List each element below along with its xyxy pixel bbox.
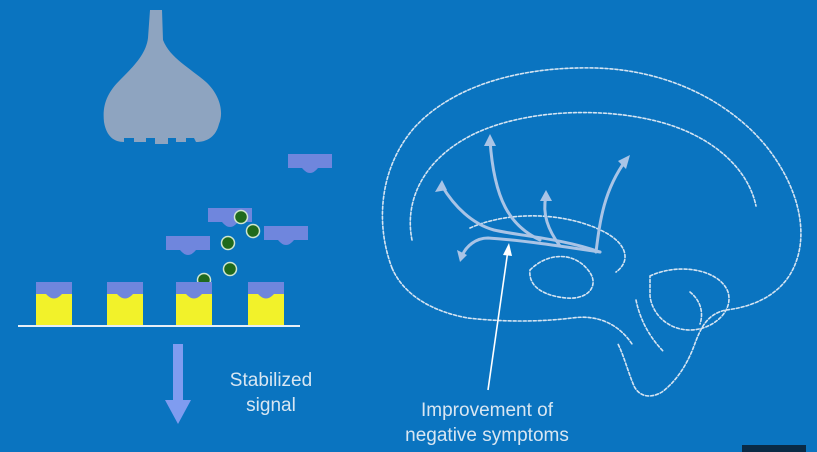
corner-tab bbox=[742, 445, 806, 452]
receptor-icon bbox=[107, 282, 143, 299]
improvement-pointer-arrow bbox=[487, 249, 509, 391]
receptor-icon bbox=[166, 236, 210, 255]
caption-line: Stabilized bbox=[229, 370, 313, 391]
caption-line: Improvement of bbox=[421, 400, 553, 421]
receptor-icon bbox=[176, 282, 212, 299]
receptor-icon bbox=[288, 154, 332, 173]
receptor-icon bbox=[264, 226, 308, 245]
pathway-arrow bbox=[488, 138, 542, 242]
pathway-arrow bbox=[594, 158, 628, 254]
free-receptors bbox=[166, 154, 332, 255]
pathway-arrow bbox=[440, 184, 602, 254]
membrane-receptors bbox=[18, 282, 300, 327]
down-arrow-icon bbox=[165, 344, 191, 424]
caption-line: negative symptoms bbox=[405, 425, 569, 446]
drug-molecule-icon bbox=[222, 261, 238, 277]
pathway-arrow bbox=[460, 236, 602, 258]
receptor-icon bbox=[248, 282, 284, 299]
drug-molecule-icon bbox=[245, 223, 261, 239]
stabilized-signal-caption: Stabilized signal bbox=[206, 368, 336, 418]
receptor-base bbox=[248, 294, 284, 326]
receptor-base bbox=[36, 294, 72, 326]
caption-line: signal bbox=[246, 395, 296, 416]
pathway-arrowheads bbox=[435, 134, 630, 262]
brain-sagittal-outline-icon bbox=[381, 67, 802, 397]
receptor-icon bbox=[36, 282, 72, 299]
improvement-pointer-head bbox=[503, 243, 512, 256]
receptor-base bbox=[107, 294, 143, 326]
drug-molecule-icon bbox=[233, 209, 249, 225]
pathway-arrows bbox=[440, 138, 628, 258]
drug-molecule-icon bbox=[220, 235, 236, 251]
presynaptic-terminal-icon bbox=[103, 10, 222, 144]
drug-molecules bbox=[196, 209, 261, 288]
improvement-caption: Improvement of negative symptoms bbox=[372, 398, 602, 448]
receptor-base bbox=[176, 294, 212, 326]
